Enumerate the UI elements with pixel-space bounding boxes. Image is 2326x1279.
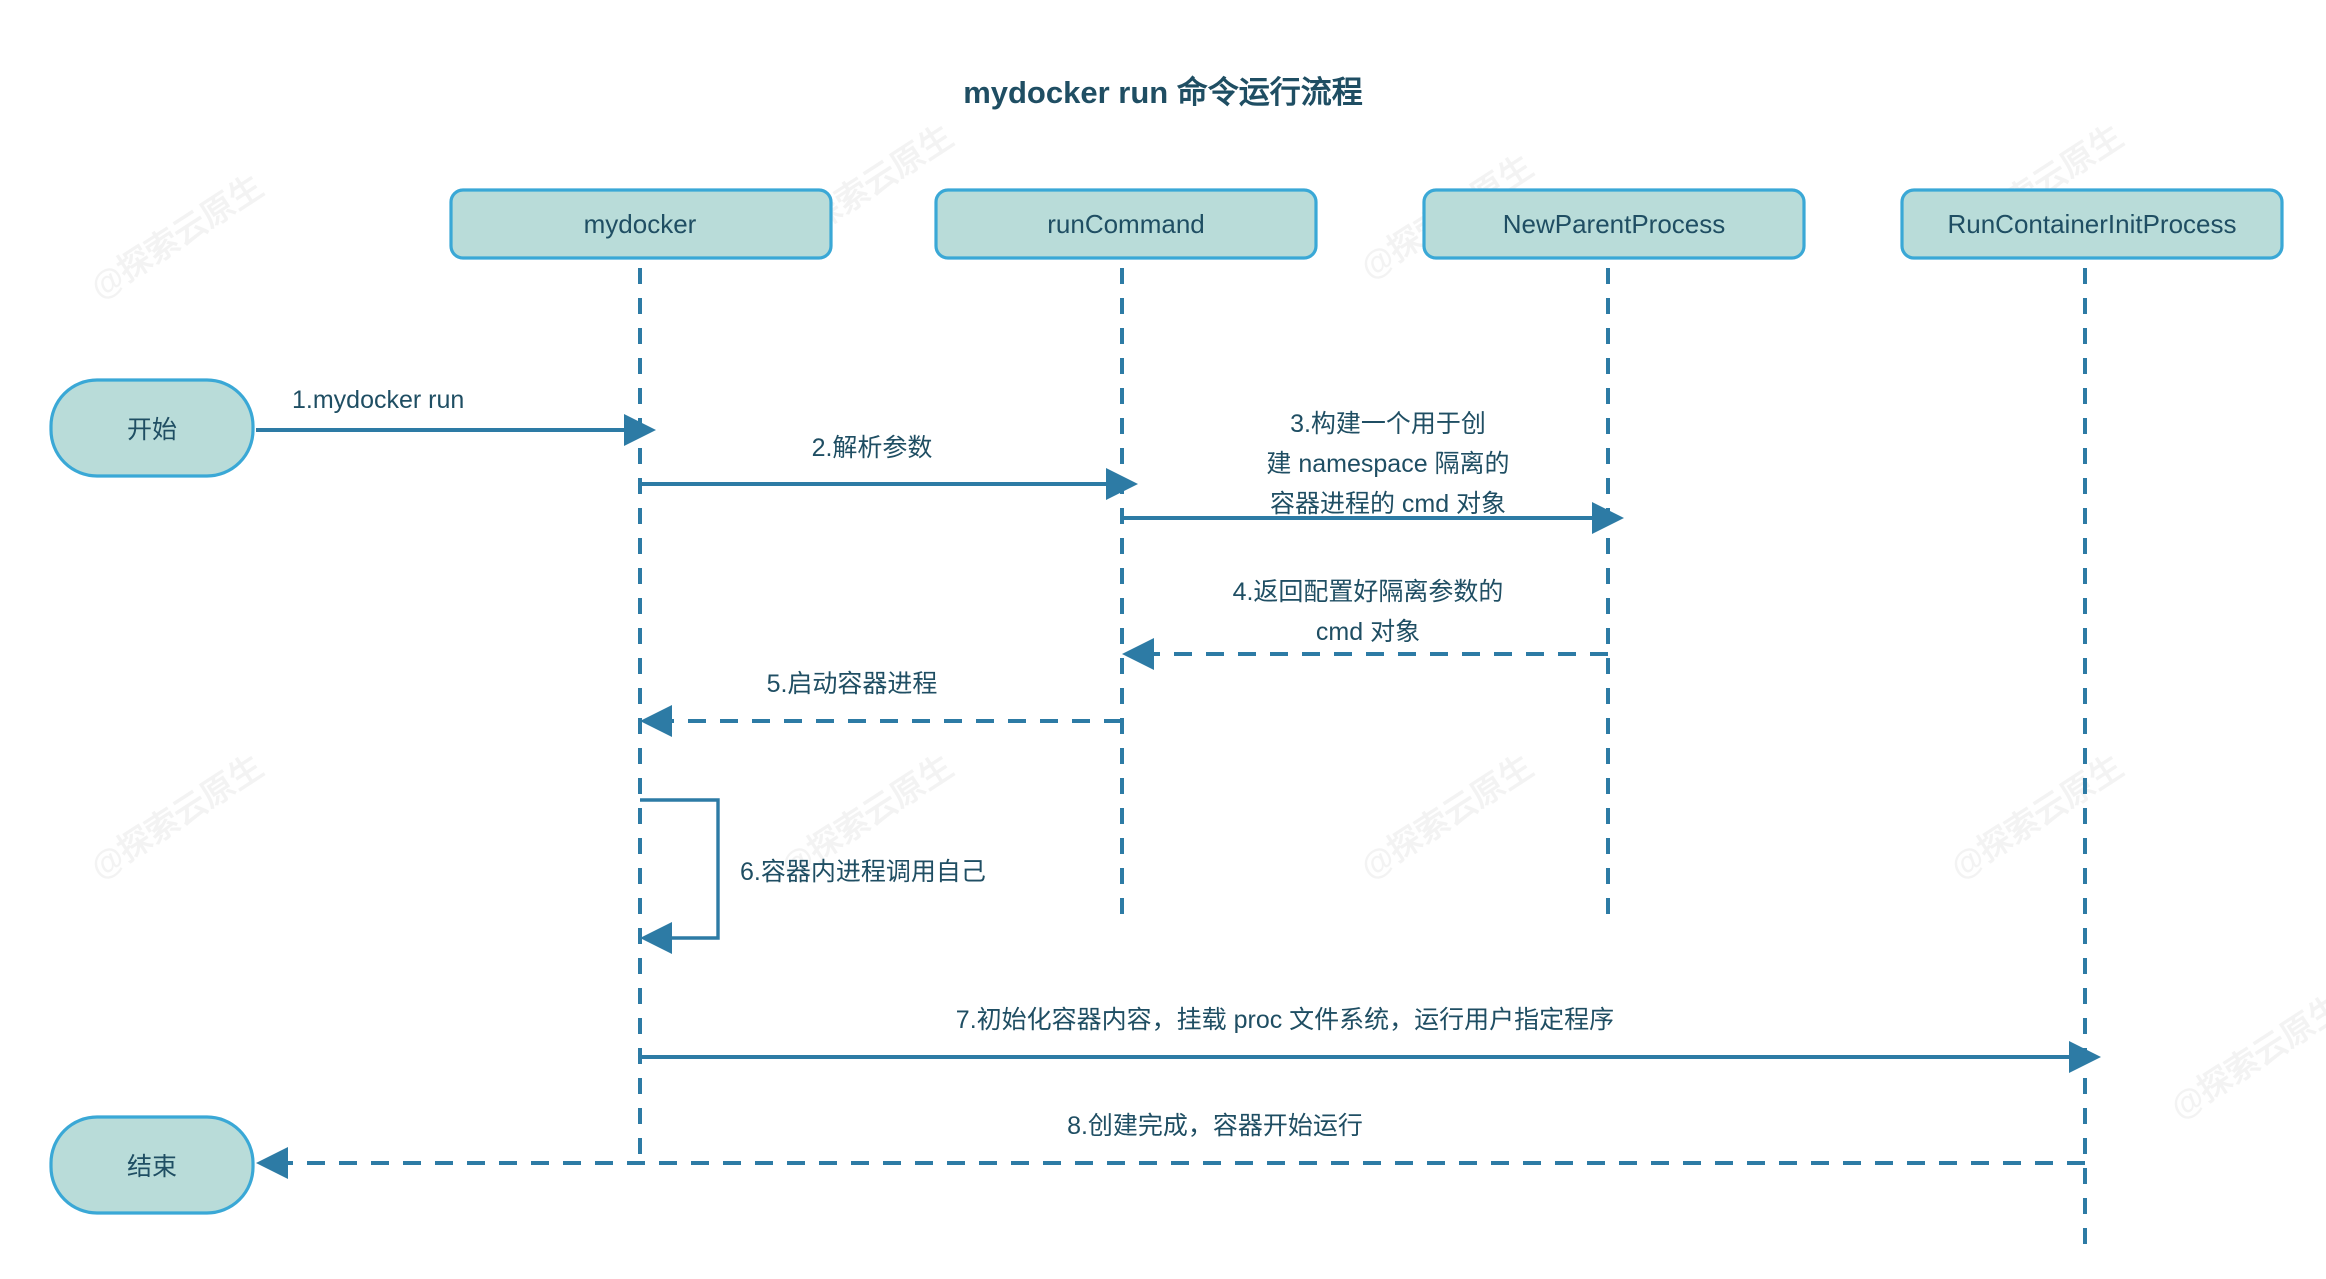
participant-box[interactable] <box>1422 188 1806 260</box>
participant-box[interactable] <box>934 188 1318 260</box>
arrowhead-right-icon <box>2069 1041 2101 1073</box>
watermark-text: @探索云原生 <box>1944 747 2130 885</box>
participant-runcommand[interactable]: runCommand <box>934 188 1318 260</box>
arrowhead-right-icon <box>624 414 656 446</box>
message-3: 3.构建一个用于创 建 namespace 隔离的 容器进程的 cmd 对象 <box>1122 410 1624 534</box>
message-7: 7.初始化容器内容，挂载 proc 文件系统，运行用户指定程序 <box>640 1006 2101 1073</box>
arrowhead-right-icon <box>1592 502 1624 534</box>
terminator-box[interactable] <box>49 378 255 478</box>
participant-mydocker[interactable]: mydocker <box>449 188 833 260</box>
terminator-label: 开始 <box>127 416 177 444</box>
participant-newparentprocess[interactable]: NewParentProcess <box>1422 188 1806 260</box>
participant-label: NewParentProcess <box>1503 209 1726 239</box>
watermark-text: @探索云原生 <box>84 747 270 885</box>
watermark-text: @探索云原生 <box>1354 747 1540 885</box>
message-label: cmd 对象 <box>1316 618 1420 646</box>
terminator-label: 结束 <box>127 1153 177 1181</box>
participant-label: RunContainerInitProcess <box>1947 209 2236 239</box>
arrowhead-left-icon <box>640 705 672 737</box>
message-label: 2.解析参数 <box>812 434 933 462</box>
message-label: 3.构建一个用于创 <box>1290 410 1486 438</box>
message-label: 4.返回配置好隔离参数的 <box>1233 578 1504 606</box>
message-label: 8.创建完成，容器开始运行 <box>1067 1112 1363 1140</box>
terminator-box[interactable] <box>49 1115 255 1215</box>
participant-label: mydocker <box>584 209 697 239</box>
participant-box[interactable] <box>449 188 833 260</box>
self-loop-path <box>640 798 720 940</box>
message-label: 容器进程的 cmd 对象 <box>1270 490 1506 518</box>
message-label: 5.启动容器进程 <box>767 670 938 698</box>
lifelines <box>638 268 2087 1258</box>
message-label: 6.容器内进程调用自己 <box>740 858 986 886</box>
message-2: 2.解析参数 <box>640 434 1138 500</box>
message-5: 5.启动容器进程 <box>640 670 1122 737</box>
message-1: 1.mydocker run <box>256 386 656 446</box>
arrowhead-left-icon <box>640 922 672 954</box>
message-label: 建 namespace 隔离的 <box>1266 450 1509 478</box>
participant-label: runCommand <box>1047 209 1205 239</box>
arrowhead-left-icon <box>1122 638 1154 670</box>
message-6: 6.容器内进程调用自己 <box>640 798 986 954</box>
diagram-title: mydocker run 命令运行流程 <box>963 75 1363 110</box>
message-label: 1.mydocker run <box>292 386 464 414</box>
watermark-text: @探索云原生 <box>2164 987 2326 1125</box>
watermark-layer: @探索云原生 @探索云原生 @探索云原生 @探索云原生 @探索云原生 @探索云原… <box>84 117 2326 1125</box>
watermark-text: @探索云原生 <box>84 167 270 305</box>
arrowhead-left-icon <box>256 1147 288 1179</box>
participant-runcontainerinitprocess[interactable]: RunContainerInitProcess <box>1900 188 2284 260</box>
message-4: 4.返回配置好隔离参数的 cmd 对象 <box>1122 578 1608 670</box>
message-8: 8.创建完成，容器开始运行 <box>256 1112 2085 1179</box>
arrowhead-right-icon <box>1106 468 1138 500</box>
participant-box[interactable] <box>1900 188 2284 260</box>
terminator-start[interactable]: 开始 <box>49 378 255 478</box>
message-label: 7.初始化容器内容，挂载 proc 文件系统，运行用户指定程序 <box>956 1006 1614 1034</box>
terminator-end[interactable]: 结束 <box>49 1115 255 1215</box>
